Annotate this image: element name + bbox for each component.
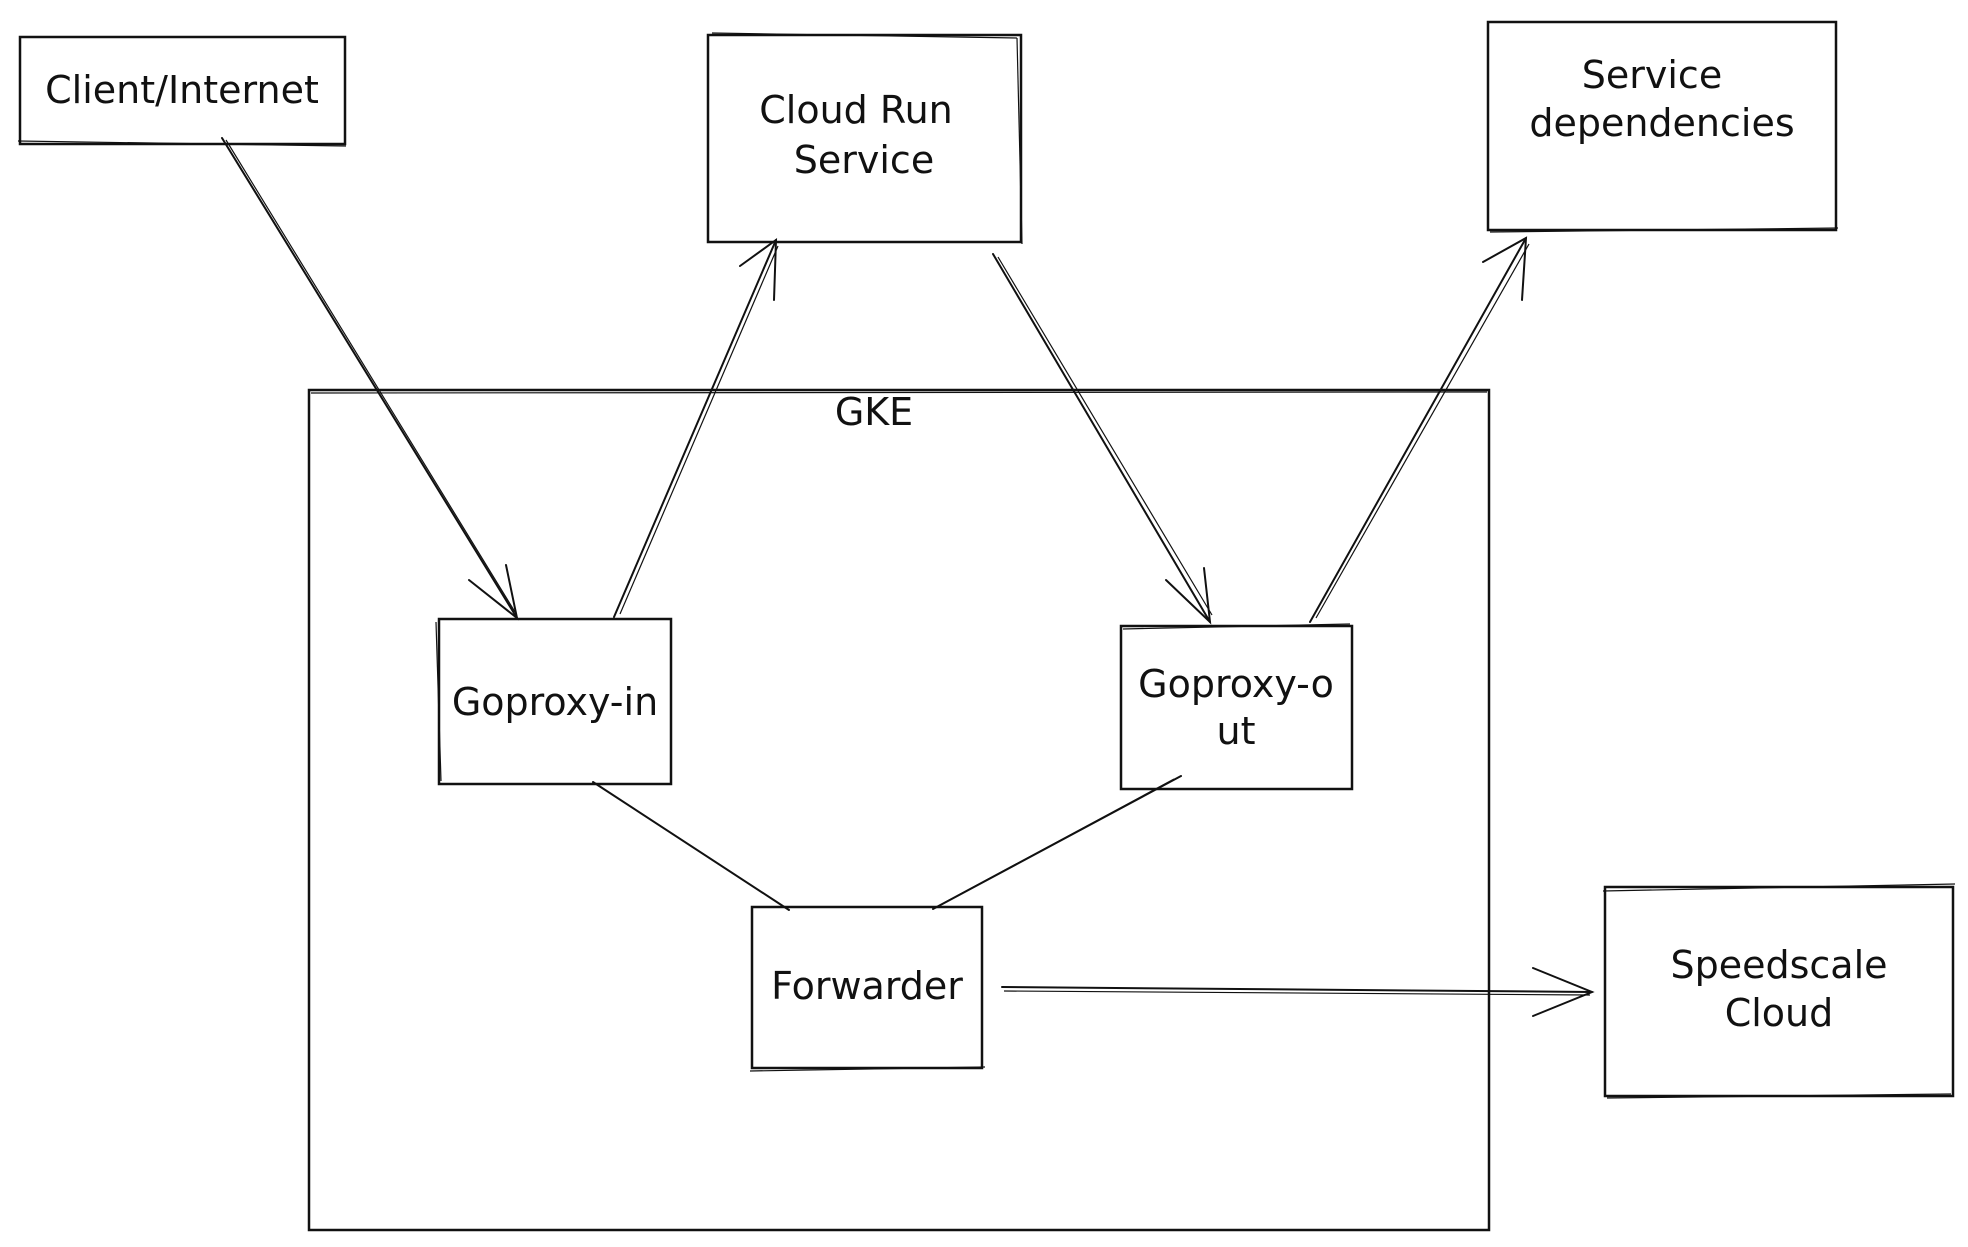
node-goproxy-in: Goproxy-in [435,617,673,786]
node-cloud-run-service: Cloud Run Service [706,32,1023,245]
node-goproxy-out: Goproxy-o ut [1119,623,1354,791]
service-deps-label-line1: Service [1582,53,1722,97]
speedscale-label-line2: Cloud [1725,991,1834,1035]
edge-goproxy-out-to-service-dependencies [1309,236,1530,623]
node-forwarder: Forwarder [749,905,986,1072]
gke-cluster-container: GKE [307,388,1491,1232]
cloud-run-label-line1: Cloud Run [759,88,953,132]
node-speedscale-cloud: Speedscale Cloud [1602,883,1956,1099]
gke-label: GKE [835,390,913,434]
goproxy-out-label-line1: Goproxy-o [1138,662,1334,706]
forwarder-label: Forwarder [771,964,963,1008]
goproxy-out-label-line2: ut [1217,709,1256,753]
client-internet-label: Client/Internet [45,68,319,112]
edge-cloud-run-to-goproxy-out [992,253,1213,625]
node-service-dependencies: Service dependencies [1486,20,1839,233]
edge-goproxy-in-to-cloud-run [613,237,779,618]
cloud-run-label-line2: Service [794,138,934,182]
goproxy-in-label: Goproxy-in [452,680,658,724]
edge-goproxy-out-to-forwarder [932,775,1182,910]
edge-forwarder-to-speedscale [1001,967,1595,1017]
edge-client-to-goproxy-in [221,137,519,621]
speedscale-label-line1: Speedscale [1670,943,1887,987]
node-client-internet: Client/Internet [17,35,347,147]
service-deps-label-line2: dependencies [1529,101,1794,145]
edge-goproxy-in-to-forwarder [592,781,790,911]
